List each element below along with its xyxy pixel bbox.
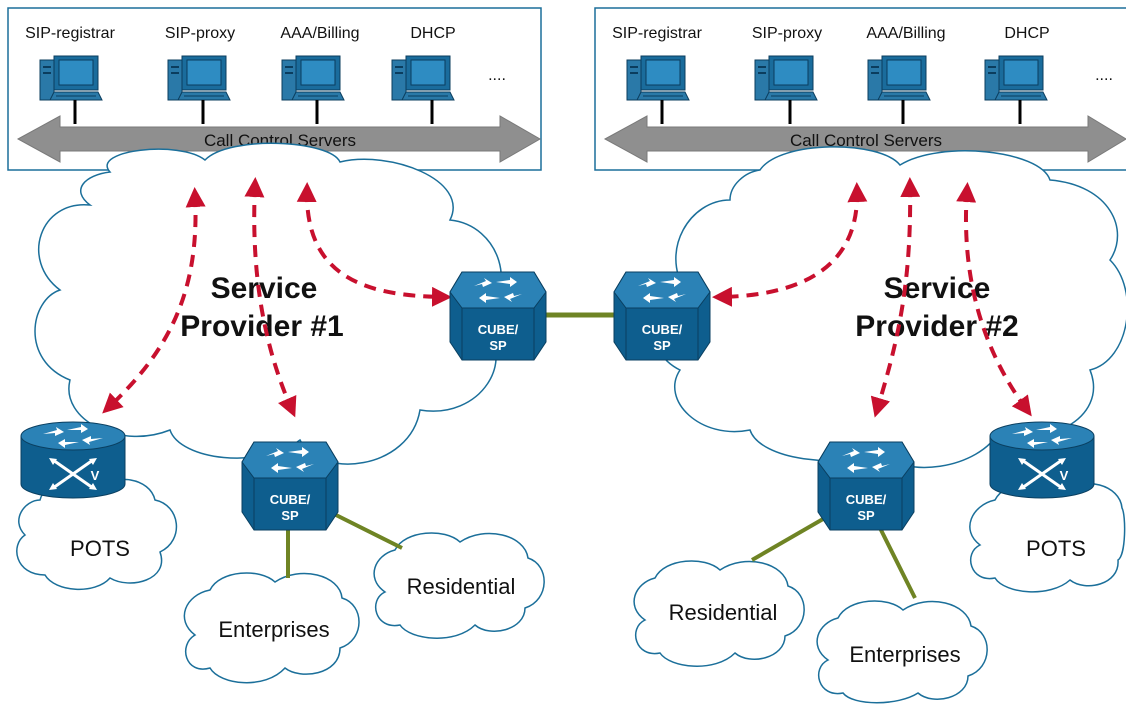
computer-icon: [754, 55, 818, 101]
pots-label-right: POTS: [1026, 536, 1086, 561]
enterprises-label-left: Enterprises: [218, 617, 329, 642]
server-label-aaa-billing: AAA/Billing: [280, 25, 359, 42]
cube-label-line1: CUBE/: [478, 322, 519, 337]
residential-cloud-right: [633, 560, 805, 667]
server-ellipsis: ....: [488, 67, 506, 84]
computer-icon: [626, 55, 690, 101]
signaling-arrows: [102, 177, 1032, 418]
server-label-dhcp: DHCP: [1004, 25, 1049, 42]
pots-label-left: POTS: [70, 536, 130, 561]
cube-sp-device: CUBE/ SP: [241, 441, 339, 531]
cube-label-line1: CUBE/: [642, 322, 683, 337]
voice-router-badge: V: [1060, 468, 1069, 483]
service-provider-2-title-line2: Provider #2: [855, 310, 1018, 343]
cube-label-line2: SP: [281, 508, 299, 523]
cube-label-line1: CUBE/: [270, 492, 311, 507]
service-provider-2-cloud: [653, 146, 1126, 469]
cube-sp-device: CUBE/ SP: [613, 271, 711, 361]
cube-sp-device: CUBE/ SP: [449, 271, 547, 361]
residential-label-left: Residential: [407, 574, 516, 599]
computer-icon: [867, 55, 931, 101]
voice-router-icon: V: [988, 420, 1096, 500]
server-ellipsis: ....: [1095, 67, 1113, 84]
cube-label-line2: SP: [489, 338, 507, 353]
server-label-sip-registrar: SIP-registrar: [25, 25, 115, 42]
cube-label-line2: SP: [857, 508, 875, 523]
computer-icon: [391, 55, 455, 101]
call-control-panel-2: SIP-registrar SIP-proxy AAA/Billing DHCP…: [594, 7, 1126, 171]
signaling-arrow: [244, 177, 297, 418]
enterprises-cloud-right: [816, 600, 988, 704]
bus-label: Call Control Servers: [790, 131, 942, 150]
cube-label-line2: SP: [653, 338, 671, 353]
access-link: [878, 527, 917, 599]
server-label-dhcp: DHCP: [410, 25, 455, 42]
signaling-arrow: [956, 182, 1032, 417]
access-link: [751, 513, 831, 562]
signaling-arrow: [296, 182, 452, 307]
computer-icon: [984, 55, 1048, 101]
signaling-arrow: [712, 182, 868, 307]
server-label-aaa-billing: AAA/Billing: [866, 25, 945, 42]
residential-cloud-left: [373, 532, 545, 639]
access-link: [329, 510, 403, 550]
voice-router-icon: V: [19, 420, 127, 500]
computer-icon: [281, 55, 345, 101]
computer-icon: [167, 55, 231, 101]
voice-router-badge: V: [91, 468, 100, 483]
server-label-sip-registrar: SIP-registrar: [612, 25, 702, 42]
signaling-arrow: [102, 187, 206, 414]
enterprises-label-right: Enterprises: [849, 642, 960, 667]
server-label-sip-proxy: SIP-proxy: [165, 25, 235, 42]
signaling-arrow: [870, 177, 921, 418]
cube-label-line1: CUBE/: [846, 492, 887, 507]
server-label-sip-proxy: SIP-proxy: [752, 25, 822, 42]
cube-sp-device: CUBE/ SP: [817, 441, 915, 531]
residential-label-right: Residential: [669, 600, 778, 625]
server-bus-arrow: [603, 115, 1126, 163]
service-provider-1-title-line1: Service: [211, 272, 318, 305]
enterprises-cloud-left: [183, 572, 360, 684]
computer-icon: [39, 55, 103, 101]
